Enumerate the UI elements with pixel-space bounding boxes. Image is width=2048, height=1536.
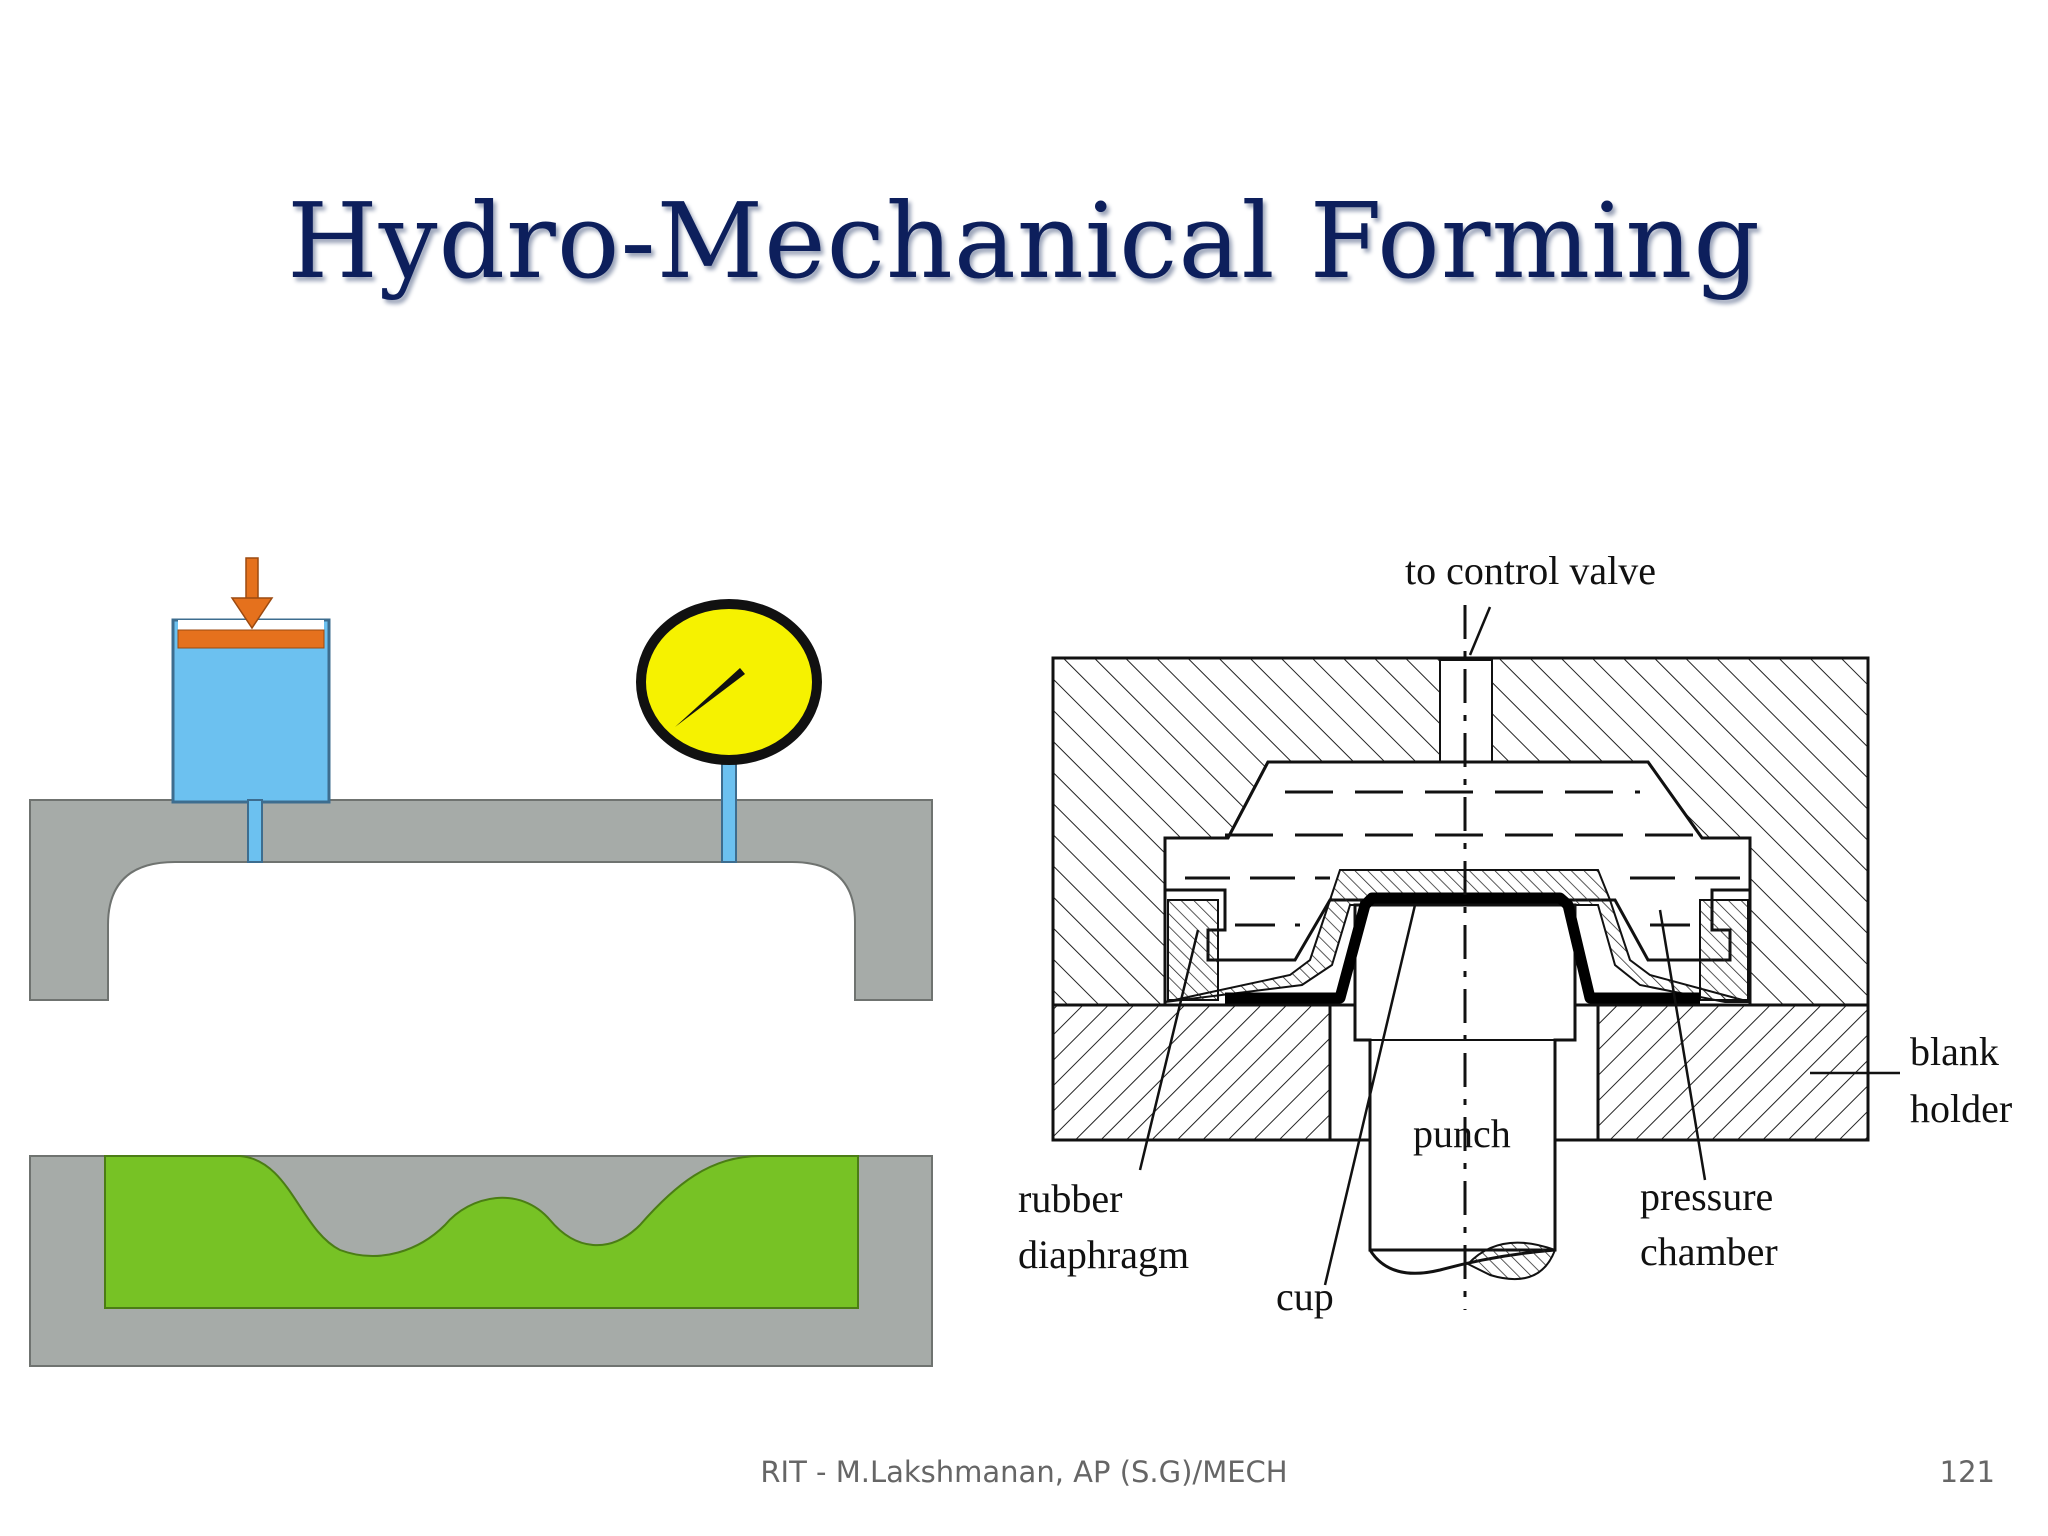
label-holder: holder <box>1910 1086 2012 1131</box>
pressure-chamber <box>1163 760 1752 962</box>
slide-title: Hydro-Mechanical Forming <box>287 180 1761 302</box>
label-control-valve: to control valve <box>1405 548 1656 593</box>
label-diaphragm: diaphragm <box>1018 1232 1189 1277</box>
footer-text: RIT - M.Lakshmanan, AP (S.G)/MECH <box>760 1455 1288 1489</box>
label-cup: cup <box>1276 1274 1334 1319</box>
label-blank: blank <box>1910 1029 1999 1074</box>
fluid-dashes <box>1185 790 1745 927</box>
ram-plate <box>177 629 325 649</box>
label-punch: punch <box>1413 1111 1511 1156</box>
fluid-cylinder <box>171 618 331 804</box>
leader-lines <box>1138 606 1900 1286</box>
fluid-channel-left <box>247 799 263 863</box>
seal-left <box>1167 899 1219 1001</box>
green-blank <box>104 1155 859 1309</box>
punch-section-hatch <box>1466 1241 1557 1281</box>
page-number: 121 <box>1939 1455 1995 1489</box>
pressure-gauge-icon <box>636 599 822 765</box>
arrow-down-icon <box>230 557 274 630</box>
seal-right <box>1699 899 1749 1001</box>
formed-cup <box>1225 892 1700 1004</box>
label-rubber: rubber <box>1018 1176 1122 1221</box>
label-pressure: pressure <box>1640 1174 1773 1219</box>
label-chamber: chamber <box>1640 1229 1778 1274</box>
